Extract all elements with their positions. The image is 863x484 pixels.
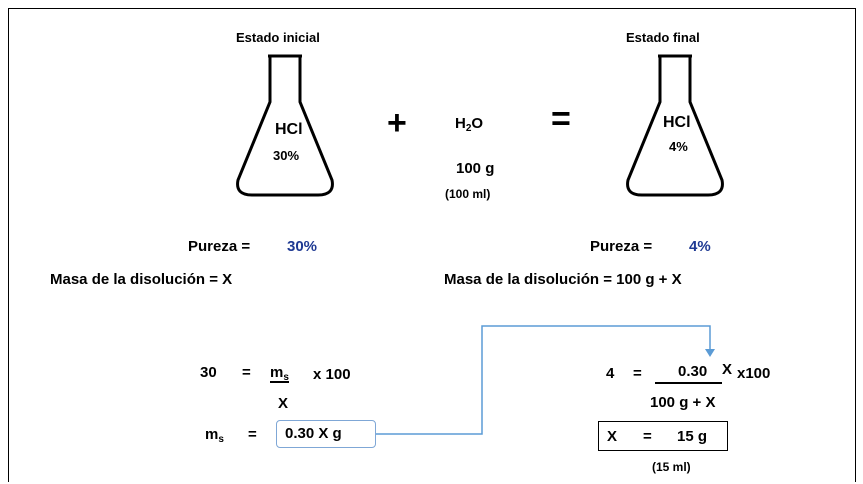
equals-operator: = xyxy=(551,100,571,138)
right-eq-numerator-x: X xyxy=(722,361,733,378)
right-eq-equals: = xyxy=(633,365,642,382)
right-eq-numerator: 0.30 xyxy=(678,363,708,380)
right-result-box xyxy=(598,421,728,451)
right-eq-times: x100 xyxy=(737,365,771,382)
right-result-volume: (15 ml) xyxy=(652,460,691,474)
plus-operator: + xyxy=(387,104,407,142)
initial-flask xyxy=(236,54,334,197)
final-mass-label: Masa de la disolución = 100 g + X xyxy=(444,271,682,288)
final-purity-value: 4% xyxy=(689,238,711,255)
left-result-mass: ms xyxy=(205,426,224,445)
water-formula: H2O xyxy=(455,115,484,134)
final-state-title: Estado final xyxy=(626,30,700,45)
final-percent: 4% xyxy=(669,139,688,154)
right-eq-denominator: 100 g + X xyxy=(650,394,716,411)
final-flask xyxy=(626,54,724,197)
right-result-value: 15 g xyxy=(677,428,708,445)
initial-state-title: Estado inicial xyxy=(236,30,320,45)
initial-mass-label: Masa de la disolución = X xyxy=(50,271,233,288)
final-purity-label: Pureza = xyxy=(590,238,653,255)
right-eq-lhs: 4 xyxy=(606,365,615,382)
left-eq-equals: = xyxy=(242,364,251,381)
initial-purity-value: 30% xyxy=(287,238,318,255)
left-result-equals: = xyxy=(248,426,257,443)
water-volume: (100 ml) xyxy=(445,187,491,201)
right-result-x: X xyxy=(607,428,618,445)
left-eq-numerator: ms xyxy=(270,364,289,383)
left-eq-times: x 100 xyxy=(313,366,351,383)
left-result-value: 0.30 X g xyxy=(285,425,342,442)
water-mass: 100 g xyxy=(456,160,495,177)
initial-purity-label: Pureza = xyxy=(188,238,251,255)
initial-compound: HCl xyxy=(275,121,303,138)
final-compound: HCl xyxy=(663,114,691,131)
left-eq-lhs: 30 xyxy=(200,364,217,381)
right-result-equals: = xyxy=(643,428,652,445)
left-result-box xyxy=(276,420,376,448)
left-eq-denominator: X xyxy=(278,395,289,412)
diagram-frame xyxy=(8,8,856,482)
initial-percent: 30% xyxy=(273,148,300,163)
